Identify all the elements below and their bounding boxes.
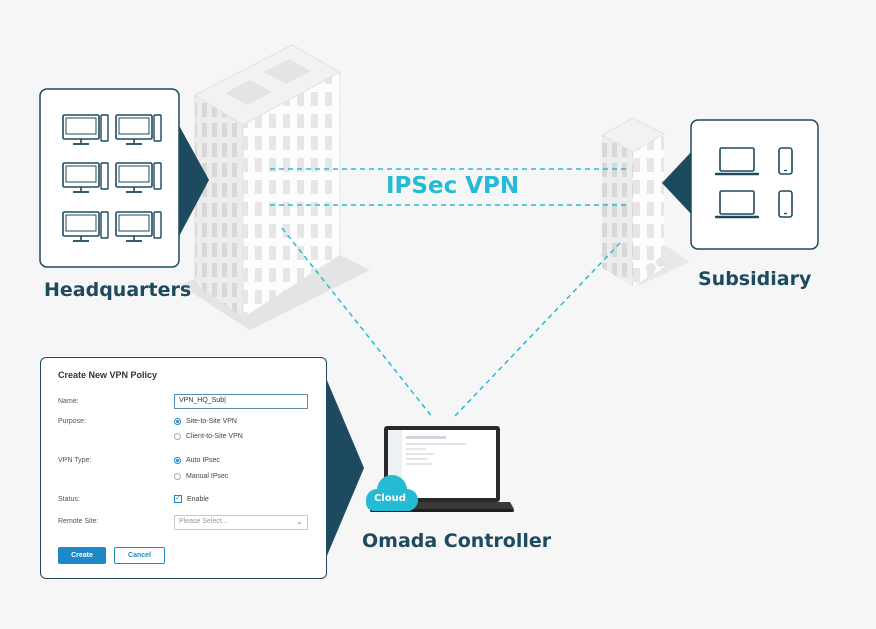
purpose-label: Purpose: <box>58 418 87 425</box>
radio-label: Site-to-Site VPN <box>186 418 237 425</box>
subsidiary-label: Subsidiary <box>698 268 812 290</box>
radio-label: Manual IPsec <box>186 473 229 480</box>
radio-label: Client-to-Site VPN <box>186 433 243 440</box>
cloud-label: Cloud <box>374 493 406 504</box>
vpn-tunnel-lines <box>270 168 628 419</box>
dialog-title: Create New VPN Policy <box>58 370 158 380</box>
checkbox-label: Enable <box>187 495 209 503</box>
create-button[interactable]: Create <box>58 547 106 564</box>
radio-selected-icon <box>174 418 181 425</box>
status-label: Status: <box>58 496 80 503</box>
name-label: Name: <box>58 398 79 405</box>
vpn-type-manual-ipsec-radio[interactable]: Manual IPsec <box>174 473 228 480</box>
radio-label: Auto IPsec <box>186 457 220 464</box>
radio-unselected-icon <box>174 473 181 480</box>
chevron-down-icon: ⌄ <box>296 517 303 526</box>
headquarters-building <box>193 44 342 319</box>
name-input[interactable]: VPN_HQ_Sub| <box>174 394 308 409</box>
subsidiary-building <box>600 117 666 286</box>
ipsec-vpn-label: IPSec VPN <box>386 173 520 199</box>
vpn-type-label: VPN Type: <box>58 457 92 464</box>
remote-site-select[interactable]: Please Select... ⌄ <box>174 515 308 530</box>
dialog-pointer <box>326 378 364 558</box>
status-enable-checkbox[interactable]: ✓ Enable <box>174 495 209 503</box>
headquarters-label: Headquarters <box>44 279 192 301</box>
purpose-client-to-site-radio[interactable]: Client-to-Site VPN <box>174 433 243 440</box>
checkmark-icon: ✓ <box>174 495 182 503</box>
cloud-icon <box>366 475 418 511</box>
select-placeholder: Please Select... <box>179 518 228 525</box>
purpose-site-to-site-radio[interactable]: Site-to-Site VPN <box>174 418 237 425</box>
headquarters-devices-panel <box>39 88 209 268</box>
subsidiary-devices-panel <box>662 119 819 250</box>
cancel-button[interactable]: Cancel <box>114 547 165 564</box>
omada-controller-label: Omada Controller <box>362 530 552 552</box>
remote-site-label: Remote Site: <box>58 518 99 525</box>
radio-unselected-icon <box>174 433 181 440</box>
vpn-type-auto-ipsec-radio[interactable]: Auto IPsec <box>174 457 220 464</box>
radio-selected-icon <box>174 457 181 464</box>
create-vpn-policy-dialog: Create New VPN Policy Name: VPN_HQ_Sub| … <box>40 357 327 579</box>
